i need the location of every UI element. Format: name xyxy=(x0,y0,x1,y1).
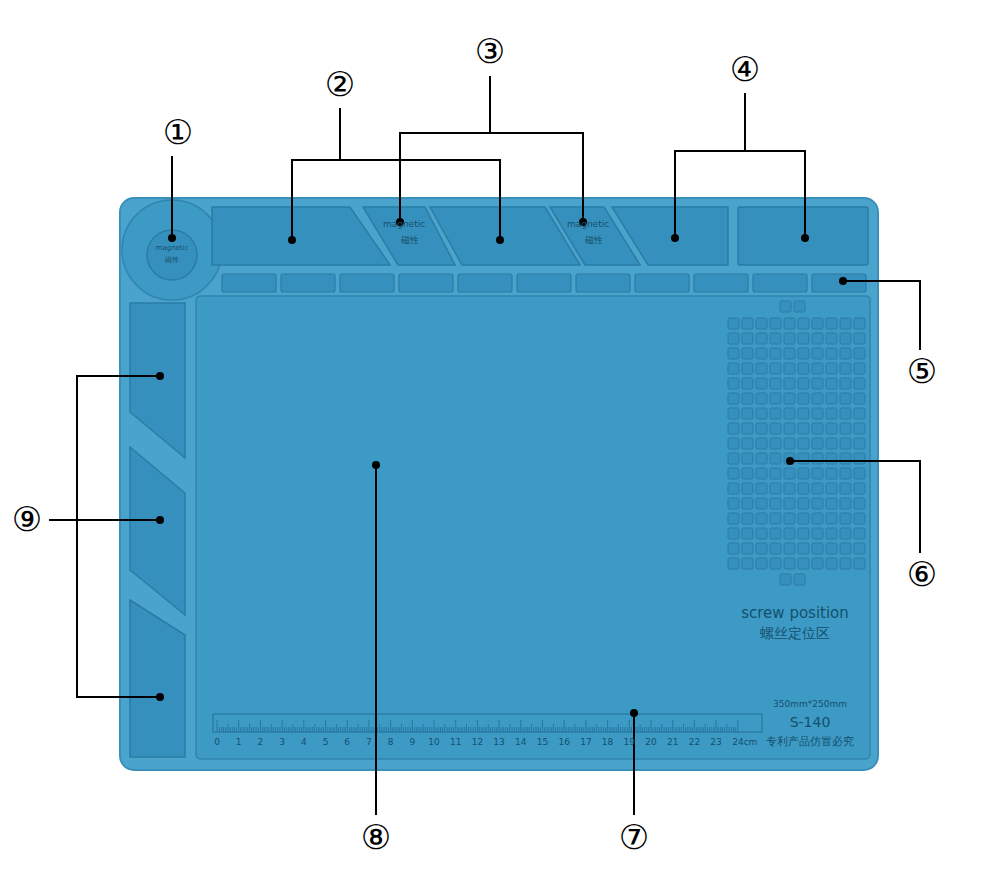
callout-number: ④ xyxy=(730,51,760,88)
ruler-number: 6 xyxy=(344,738,350,748)
small-slots xyxy=(222,274,866,292)
callout-number: ⑧ xyxy=(361,819,391,856)
leader-lines xyxy=(49,76,920,815)
ruler-number: 2 xyxy=(258,738,264,748)
callout-number: ⑥ xyxy=(907,556,937,593)
ruler-number: 7 xyxy=(366,738,372,748)
callout-number: ⑦ xyxy=(619,819,649,856)
mat-text: magnetic xyxy=(567,220,609,230)
magnetic-cup xyxy=(147,230,197,280)
mat-text: 磁性 xyxy=(401,236,419,246)
mat-text: 专利产品仿冒必究 xyxy=(766,736,854,748)
work-area xyxy=(196,296,870,759)
ruler-number: 22 xyxy=(689,738,700,748)
ruler-number: 18 xyxy=(602,738,613,748)
mat-text: 350mm*250mm xyxy=(773,700,847,710)
mat-text: 螺丝定位区 xyxy=(760,626,830,641)
callout-number: ⑨ xyxy=(12,501,42,538)
ruler-number: 16 xyxy=(558,738,569,748)
mat-text: screw position xyxy=(741,605,849,622)
ruler-number: 13 xyxy=(493,738,504,748)
mat-text: magnetic xyxy=(383,220,425,230)
callout-number: ⑤ xyxy=(907,353,937,390)
compartments xyxy=(130,207,868,757)
ruler-number: 14 xyxy=(515,738,526,748)
callout-number: ③ xyxy=(475,33,505,70)
ruler-number: 20 xyxy=(645,738,656,748)
mat-text: 磁性 xyxy=(165,257,179,265)
ruler-number: 10 xyxy=(428,738,439,748)
ruler-number: 0 xyxy=(214,738,220,748)
mat-text: 磁性 xyxy=(585,236,603,246)
ruler-number: 23 xyxy=(710,738,721,748)
ruler-number: 15 xyxy=(537,738,548,748)
ruler-number: 11 xyxy=(450,738,461,748)
ruler-number: 8 xyxy=(388,738,394,748)
ruler-number: 21 xyxy=(667,738,678,748)
ruler-number: 24cm xyxy=(732,738,757,748)
screw-grid xyxy=(728,301,865,585)
ruler-number: 4 xyxy=(301,738,307,748)
callout-number: ② xyxy=(325,66,355,103)
ruler xyxy=(213,714,762,732)
mat-text: S-140 xyxy=(790,715,831,730)
ruler-number: 1 xyxy=(236,738,242,748)
ruler-number: 5 xyxy=(323,738,329,748)
mat-text: magnetic xyxy=(156,245,189,253)
ruler-number: 19 xyxy=(624,738,635,748)
callout-number: ① xyxy=(163,114,193,151)
leader-dots xyxy=(156,218,847,717)
ruler-number: 12 xyxy=(472,738,483,748)
ruler-number: 17 xyxy=(580,738,591,748)
ruler-number: 3 xyxy=(279,738,285,748)
mat-body xyxy=(120,198,878,770)
ruler-number: 9 xyxy=(409,738,415,748)
